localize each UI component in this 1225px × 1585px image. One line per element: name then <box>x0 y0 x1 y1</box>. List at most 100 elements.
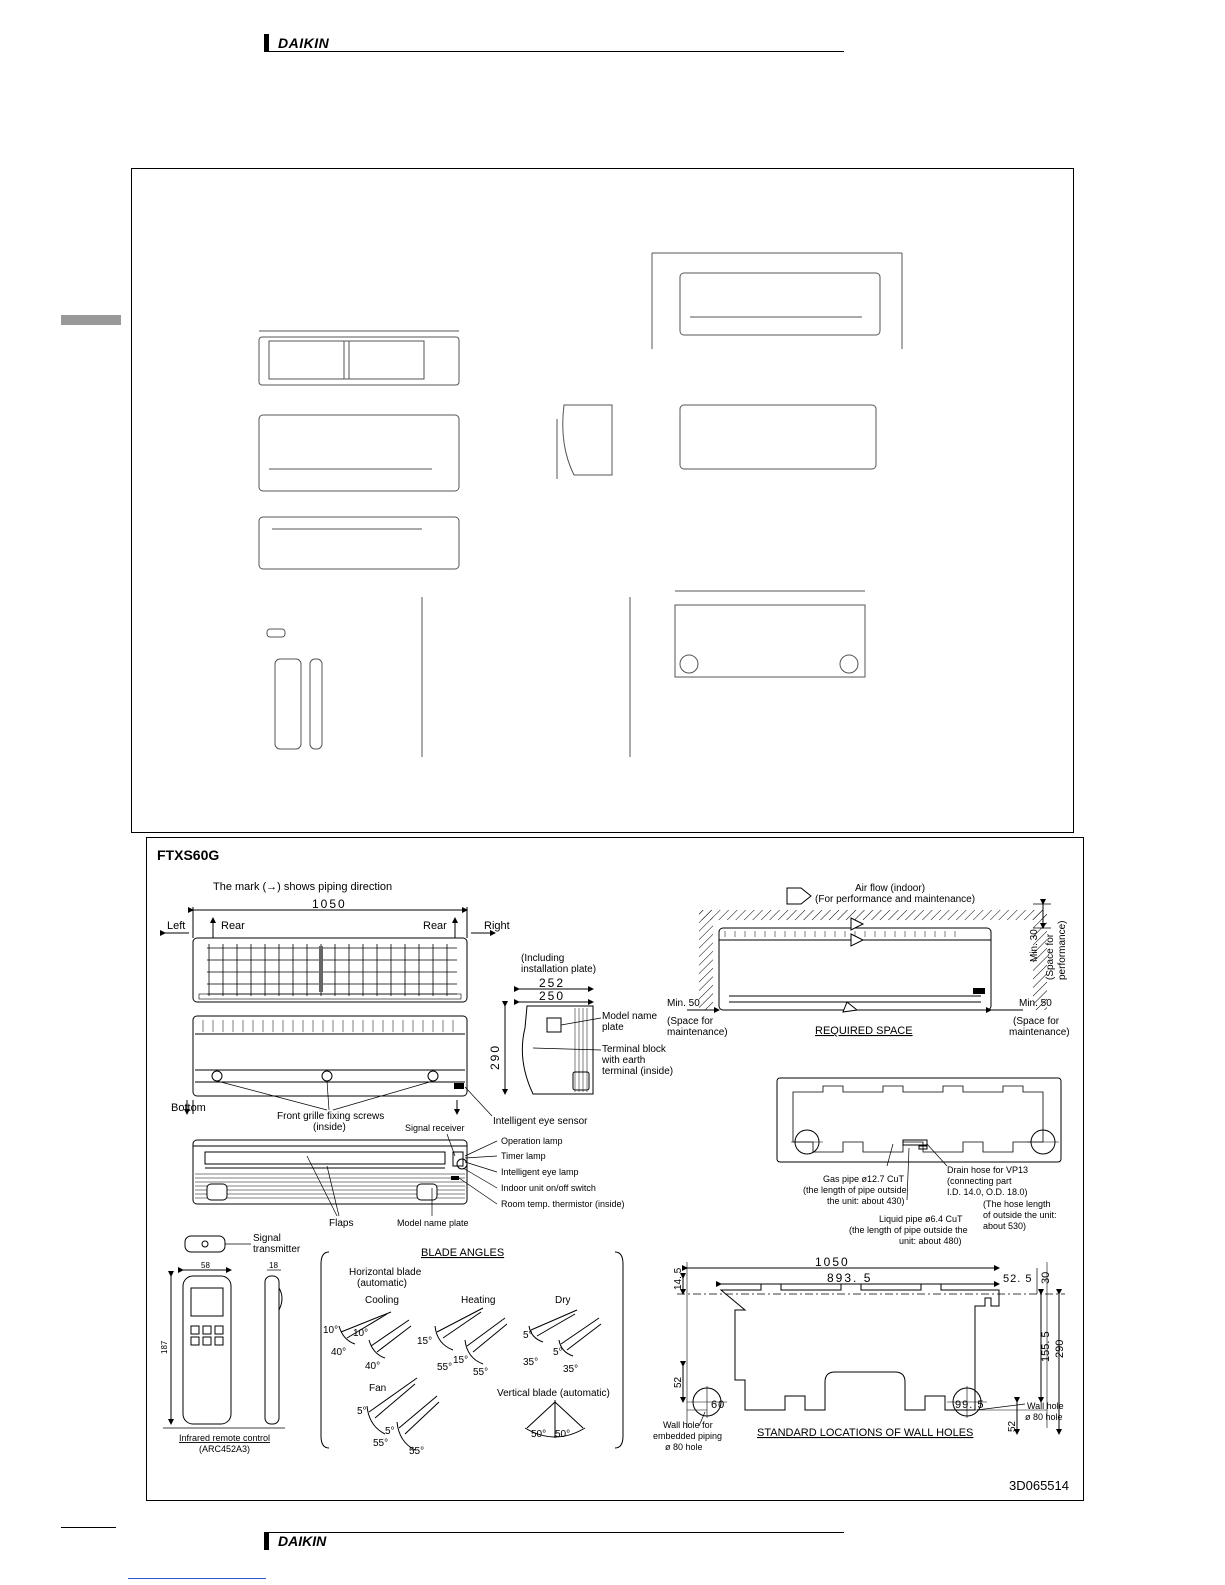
unit-top-view: 1050 Left Rear Rear Right <box>160 897 510 1003</box>
page-footer: DAIKIN <box>264 1532 844 1550</box>
drain-hose-label-5: of outside the unit: <box>983 1210 1057 1220</box>
vertical-angle-2: 50° <box>555 1429 570 1440</box>
wall-hole-left-2: embedded piping <box>653 1431 722 1441</box>
cooling-label: Cooling <box>365 1295 399 1306</box>
terminal-block-label-1: Terminal block <box>602 1044 667 1055</box>
dim-290: 290 <box>488 1044 502 1070</box>
cooling-angle-3: 40° <box>331 1347 346 1358</box>
wall-holes-section: 1050 893. 5 52. 5 14. 5 52 30 155. 5 290… <box>653 1255 1066 1452</box>
wh-dim-893-5: 893. 5 <box>827 1271 872 1285</box>
min-50-right-label: Min. 50 <box>1019 998 1052 1009</box>
unit-front-view: Bottom Front grille fixing screws (insid… <box>171 1015 588 1133</box>
unit-bottom-view: Signal receiver Operation lamp Timer lam… <box>192 1123 625 1229</box>
vertical-blade-label: Vertical blade (automatic) <box>497 1388 610 1399</box>
remote-label-2: (ARC452A3) <box>199 1444 250 1454</box>
model-name-plate-label-1: Model name <box>602 1011 657 1022</box>
wh-dim-30: 30 <box>1040 1272 1052 1284</box>
fan-angle-3: 55° <box>373 1438 388 1449</box>
dim-252: 252 <box>539 976 565 990</box>
front-grille-label-1: Front grille fixing screws <box>277 1111 384 1122</box>
daikin-logo-footer: DAIKIN <box>278 1533 327 1549</box>
page-header: DAIKIN <box>264 34 844 52</box>
footer-rule <box>264 1532 844 1533</box>
wall-hole-left-3: ø 80 hole <box>665 1442 703 1452</box>
label-rear-right: Rear <box>423 920 447 932</box>
faint-drawing-sketch <box>258 252 903 757</box>
horizontal-blade-1: Horizontal blade <box>349 1267 422 1278</box>
fan-angle-1: 5° <box>357 1406 367 1417</box>
remote-dim-18: 18 <box>269 1261 278 1270</box>
remote-dim-58: 58 <box>201 1261 210 1270</box>
heating-angle-3: 55° <box>437 1362 452 1373</box>
wh-dim-52b: 52 <box>1007 1420 1018 1432</box>
thermistor-label: Room temp. thermistor (inside) <box>501 1199 625 1209</box>
wh-dim-155-5: 155. 5 <box>1040 1331 1052 1362</box>
label-left: Left <box>167 920 185 932</box>
installation-plate-view: Gas pipe ø12.7 CuT (the length of pipe o… <box>776 1077 1062 1246</box>
wh-dim-52a: 52 <box>673 1376 684 1388</box>
blade-angles-title: BLADE ANGLES <box>421 1247 504 1259</box>
std-locations-title: STANDARD LOCATIONS OF WALL HOLES <box>757 1427 973 1439</box>
air-flow-label-1: Air flow (indoor) <box>855 883 925 894</box>
ftxs60g-drawing-panel: FTXS60G The mark (→) shows piping direct… <box>146 837 1084 1501</box>
space-maint-right-2: maintenance) <box>1009 1027 1070 1038</box>
wh-dim-60: 60 <box>711 1399 725 1411</box>
space-perf-label-1: (Space for <box>1045 933 1056 980</box>
ftxs60g-drawing: FTXS60G The mark (→) shows piping direct… <box>157 847 1070 1493</box>
min-30-label: Min. 30 <box>1029 929 1040 962</box>
drain-hose-label-2: (connecting part <box>947 1176 1012 1186</box>
liquid-pipe-label-1: Liquid pipe ø6.4 CuT <box>879 1214 963 1224</box>
fan-angle-2: 5° <box>385 1426 395 1437</box>
unit-side-view: (Including installation plate) 252 250 2… <box>488 953 673 1095</box>
space-maint-left-1: (Space for <box>667 1016 714 1027</box>
horizontal-blade-2: (automatic) <box>357 1278 407 1289</box>
wall-hole-right-1: Wall hole <box>1027 1401 1064 1411</box>
terminal-block-label-3: terminal (inside) <box>602 1066 673 1077</box>
including-plate-2: installation plate) <box>521 964 596 975</box>
dry-angle-1: 5° <box>523 1330 533 1341</box>
piping-direction-note: The mark (→) shows piping direction <box>213 881 392 893</box>
front-grille-label-2: (inside) <box>313 1122 346 1133</box>
cooling-angle-4: 40° <box>365 1361 380 1372</box>
footer-link-underline[interactable] <box>128 1578 266 1579</box>
dry-angle-4: 35° <box>563 1364 578 1375</box>
air-flow-label-2: (For performance and maintenance) <box>815 894 975 905</box>
header-rule <box>264 51 844 52</box>
label-bottom: Bottom <box>171 1102 206 1114</box>
footer-left-rule <box>61 1527 116 1528</box>
liquid-pipe-label-3: unit: about 480) <box>899 1236 962 1246</box>
heating-angle-2: 15° <box>453 1355 468 1366</box>
model-name-plate-label-2: plate <box>602 1022 624 1033</box>
required-space-title: REQUIRED SPACE <box>815 1025 913 1037</box>
dim-250: 250 <box>539 989 565 1003</box>
signal-receiver-label: Signal receiver <box>405 1123 465 1133</box>
including-plate-1: (Including <box>521 953 564 964</box>
faint-drawing-panel <box>131 168 1074 833</box>
onoff-switch-label: Indoor unit on/off switch <box>501 1183 596 1193</box>
signal-transmitter-label-2: transmitter <box>253 1244 301 1255</box>
dry-label: Dry <box>555 1295 571 1306</box>
remote-control-drawing: Signal transmitter 58 18 187 Infrared re… <box>160 1233 301 1454</box>
model-name-plate-bottom-label: Model name plate <box>397 1218 469 1228</box>
intelligent-eye-sensor-label: Intelligent eye sensor <box>493 1116 588 1127</box>
wh-dim-1050: 1050 <box>815 1255 850 1269</box>
min-50-left-label: Min. 50 <box>667 998 700 1009</box>
gas-pipe-label-2: (the length of pipe outside <box>803 1185 907 1195</box>
drain-hose-label-4: (The hose length <box>983 1199 1051 1209</box>
fan-label: Fan <box>369 1383 386 1394</box>
side-section-tab <box>61 315 121 325</box>
header-bar <box>264 34 269 52</box>
heating-angle-4: 55° <box>473 1367 488 1378</box>
heating-angle-1: 15° <box>417 1336 432 1347</box>
dry-angle-2: 5° <box>553 1347 563 1358</box>
gas-pipe-label-3: the unit: about 430) <box>827 1196 905 1206</box>
wh-dim-52-5: 52. 5 <box>1003 1273 1032 1285</box>
drain-hose-label-6: about 530) <box>983 1221 1026 1231</box>
terminal-block-label-2: with earth <box>601 1055 645 1066</box>
drain-hose-label-3: I.D. 14.0, O.D. 18.0) <box>947 1187 1028 1197</box>
remote-label-1: Infrared remote control <box>179 1433 270 1443</box>
operation-lamp-label: Operation lamp <box>501 1136 563 1146</box>
label-rear-left: Rear <box>221 920 245 932</box>
blade-angles-section: BLADE ANGLES Horizontal blade (automatic… <box>320 1247 624 1457</box>
wh-dim-14-5: 14. 5 <box>673 1267 684 1290</box>
